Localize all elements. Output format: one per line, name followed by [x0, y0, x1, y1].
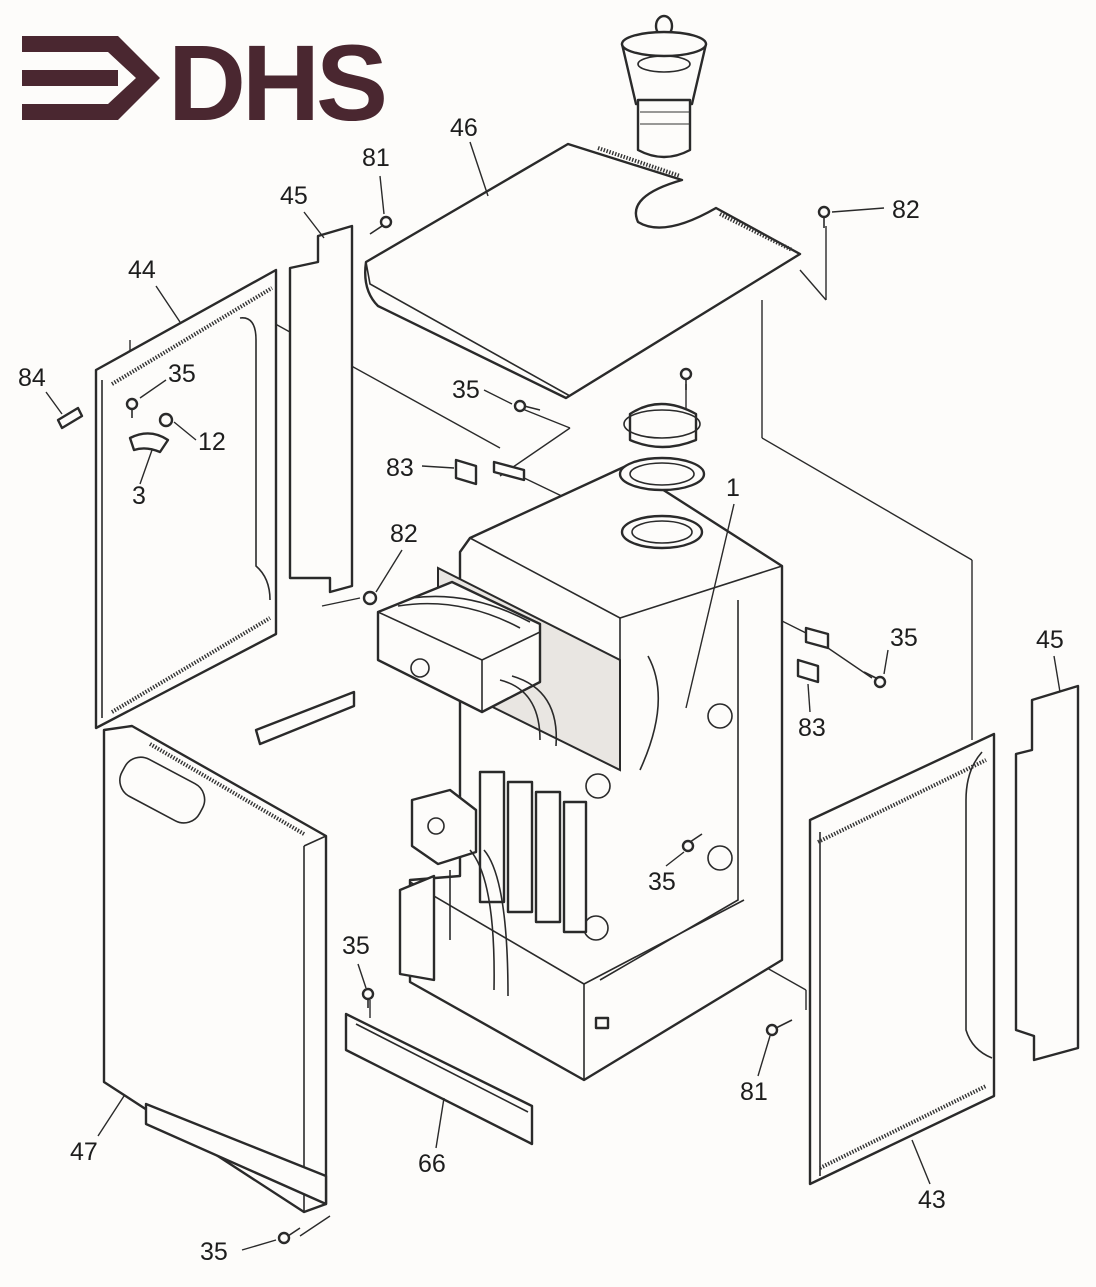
callout-84: 84	[18, 364, 46, 392]
callout-82: 82	[390, 520, 418, 548]
boiler-body-1	[376, 402, 784, 1082]
screw-icon	[125, 397, 139, 418]
screw-icon	[863, 671, 887, 689]
callout-45: 45	[1036, 626, 1064, 654]
callout-35: 35	[890, 624, 918, 652]
screw-icon	[369, 215, 393, 235]
callout-47: 47	[70, 1138, 98, 1166]
flue-adaptor	[620, 14, 708, 159]
callout-81: 81	[362, 144, 390, 172]
callout-83: 83	[798, 714, 826, 742]
screw-icon	[681, 833, 703, 853]
bracket-plate	[254, 690, 356, 746]
side-panel-44	[94, 268, 278, 730]
screw-icon	[817, 205, 831, 228]
callout-83: 83	[386, 454, 414, 482]
screw-icon	[679, 367, 693, 390]
kick-plate-66	[344, 1012, 534, 1146]
top-panel-46	[364, 142, 802, 400]
callout-81: 81	[740, 1078, 768, 1106]
callout-1: 1	[726, 474, 740, 502]
pin-icon	[56, 406, 84, 430]
screw-icon	[513, 399, 541, 413]
bracket-icon	[804, 626, 830, 650]
screw-icon	[277, 1227, 301, 1245]
callout-12: 12	[198, 428, 226, 456]
callout-45: 45	[280, 182, 308, 210]
nut-icon	[158, 412, 174, 428]
front-panel-47	[102, 724, 328, 1214]
callout-43: 43	[918, 1186, 946, 1214]
callout-35: 35	[452, 376, 480, 404]
panel-strip-45-right	[1014, 684, 1080, 1062]
panel-strip-45-left	[288, 224, 354, 594]
bracket-icon	[492, 460, 526, 482]
logo-arrow	[22, 36, 160, 120]
logo-text: DHS	[168, 22, 384, 143]
callout-3: 3	[132, 482, 146, 510]
callout-35: 35	[648, 868, 676, 896]
callout-35: 35	[342, 932, 370, 960]
callout-leaders	[45, 141, 1061, 1251]
dhs-logo: DHS	[22, 22, 388, 143]
callout-46: 46	[450, 114, 478, 142]
fasteners	[56, 205, 887, 1245]
bracket-icon	[796, 658, 820, 684]
screw-icon	[765, 1019, 793, 1037]
callout-44: 44	[128, 256, 156, 284]
screw-icon	[361, 987, 375, 1008]
side-panel-43	[808, 732, 996, 1186]
callout-35: 35	[168, 360, 196, 388]
push-fix-icon	[362, 590, 378, 606]
callout-35: 35	[200, 1238, 228, 1266]
callout-82: 82	[892, 196, 920, 224]
callout-66: 66	[418, 1150, 446, 1178]
bracket-icon	[454, 458, 478, 486]
clip-icon	[128, 432, 170, 454]
callout-labels: 46 81 45 82 44 84 35 12 3 35 83 1 82 35 …	[18, 114, 1064, 1266]
